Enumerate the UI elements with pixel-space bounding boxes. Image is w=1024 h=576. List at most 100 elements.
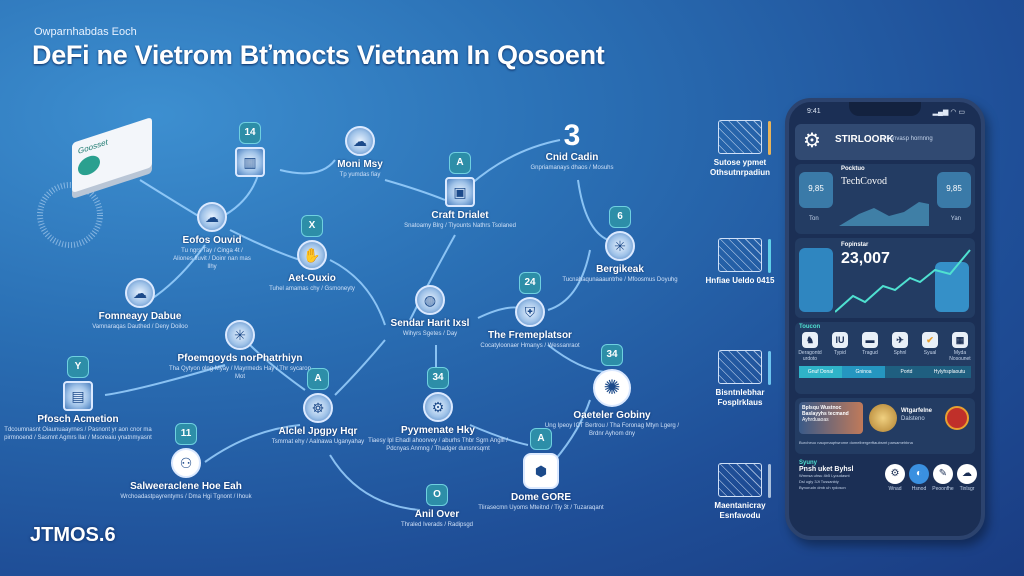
chat-icon: O (426, 484, 448, 506)
service-icon: ▬ (862, 332, 878, 348)
tab[interactable]: Portd (885, 366, 928, 378)
side-item[interactable]: Sutose ypmet Othsutnrpadiun (700, 120, 780, 178)
node-label: The Fremeplatsor (488, 330, 572, 341)
service-item[interactable]: ♞Deragontd urdoto (796, 332, 824, 362)
side-item-label: Hnfiae Ueldo 0415 (705, 276, 775, 285)
app-title: STIRLOORK (835, 134, 894, 145)
node-badge: 6 (609, 206, 631, 228)
link (149, 244, 206, 301)
service-icon: ✈ (892, 332, 908, 348)
service-item[interactable]: ▬ Tragud (856, 332, 884, 356)
service-item[interactable]: ▦ Myda Nosounet (946, 332, 974, 362)
action-button[interactable]: ☁Tinlsgr (955, 464, 979, 492)
service-item[interactable]: ✈Sphnl (886, 332, 914, 356)
node-desc: Tlirasecmn Uyoms Mteitnd / Tiy 3t / Tuza… (478, 505, 604, 511)
action-button[interactable]: ⚙Wnad (883, 464, 907, 492)
link (334, 339, 386, 396)
link (224, 174, 259, 216)
side-item[interactable]: Hnfiae Ueldo 0415 (700, 238, 780, 286)
map-icon (718, 350, 771, 385)
summary-title: Pnsh uket Byhsl (799, 466, 854, 473)
service-label: Myda Nosounet (949, 350, 971, 362)
side-item-label: Sutose ypmet Othsutnrpadiun (710, 158, 770, 177)
action-button[interactable]: ✎Peoonfhe (931, 464, 955, 492)
cloud-icon: ☁ (125, 278, 155, 308)
side-item[interactable]: Maentanicray Esnfavodu (700, 463, 780, 521)
node-label: Eofos Ouvid (182, 235, 242, 246)
service-icon: ▦ (952, 332, 968, 348)
camera-icon: ⚙ (885, 464, 905, 484)
node-desc: Ung Ipeoy ICT Bertrou / Tha Foronag Mtyn… (544, 423, 680, 437)
service-icon: IU (832, 332, 848, 348)
sun-icon: ✺ (593, 369, 631, 407)
link (249, 344, 306, 391)
node-badge: 11 (175, 423, 197, 445)
mini-chart-tile (799, 248, 833, 312)
gear-icon[interactable]: ⚙ (803, 130, 821, 152)
growth-value: 23,007 (841, 250, 890, 267)
node-label: Sendar Harit Ixsl (390, 318, 470, 329)
phone-notch (849, 102, 921, 116)
node-label: Pfoemgoyds norPhatrhiyn (177, 353, 303, 364)
map-icon (718, 463, 771, 498)
node-label: Aet-Ouxio (288, 273, 336, 284)
node-desc: Snatoamy Blrg / Tlyounts Nathrs Tsolaned (404, 223, 516, 229)
tab-active[interactable]: Gnuf Donal (799, 366, 842, 378)
node-label: Pfosch Acmetion (37, 414, 119, 425)
node-desc: Tha Qytyon olng Myay / Mayrmeds Hay / Th… (169, 366, 311, 380)
node-badge: A (307, 368, 329, 390)
side-item-label: Maentanicray Esnfavodu (714, 501, 766, 520)
link (409, 234, 456, 321)
chip-icon: 3 (563, 119, 581, 152)
summary-line: Wmnsa uhsu 4b5 Lyoudasnt (799, 473, 850, 478)
action-buttons: ⚙Wnad ◐Hsnod ✎Peoonfhe ☁Tinlsgr (883, 464, 979, 492)
node-badge: 34 (427, 367, 449, 389)
stack-icon: ▥ (235, 147, 265, 177)
node-desc: Tsmrnat ehy / Aalnawa Uganyahay (271, 439, 365, 445)
promo-name: Wtgarfelne (901, 408, 933, 414)
node-label: Fomneayy Dabue (98, 311, 182, 322)
link (547, 249, 591, 311)
tab[interactable]: Hylyhsplaoutu (928, 366, 971, 378)
section-heading: Syuny (799, 460, 818, 466)
link (577, 179, 609, 241)
cloud-icon: ☁ (345, 126, 375, 156)
service-item[interactable]: ✔Syual (916, 332, 944, 356)
side-item[interactable]: Bisntnlebhar Fosplrklaus (700, 350, 780, 408)
gear-icon: ⚙ (423, 392, 453, 422)
link (329, 454, 421, 511)
summary-line: Bynorudn dmb uh rydoscn (799, 485, 846, 490)
node-0[interactable]: 14▥ (175, 122, 325, 180)
action-button[interactable]: ◐Hsnod (907, 464, 931, 492)
node-desc: Vamnaraqas Dauthed / Deny Doiloo (92, 324, 188, 330)
right-stat: 9,85 (937, 172, 971, 208)
tab[interactable]: Gninoa (842, 366, 885, 378)
node-desc: Tu ngrs Tay / Cinga 4t / Aliones Iluvit … (173, 248, 251, 270)
link (204, 424, 301, 463)
summary-line: Dsl ugly 3Jt Tussanbiy (799, 479, 839, 484)
node-desc: Gnpriamanays dhaos / Mosuhs (530, 165, 614, 171)
stats-panel[interactable]: 9,85 Ton Pocktuo TechCovod 9,85 Yan (795, 164, 975, 234)
growth-panel[interactable]: Fopinstar 23,007 (795, 238, 975, 318)
service-label: Tragud (862, 350, 878, 356)
